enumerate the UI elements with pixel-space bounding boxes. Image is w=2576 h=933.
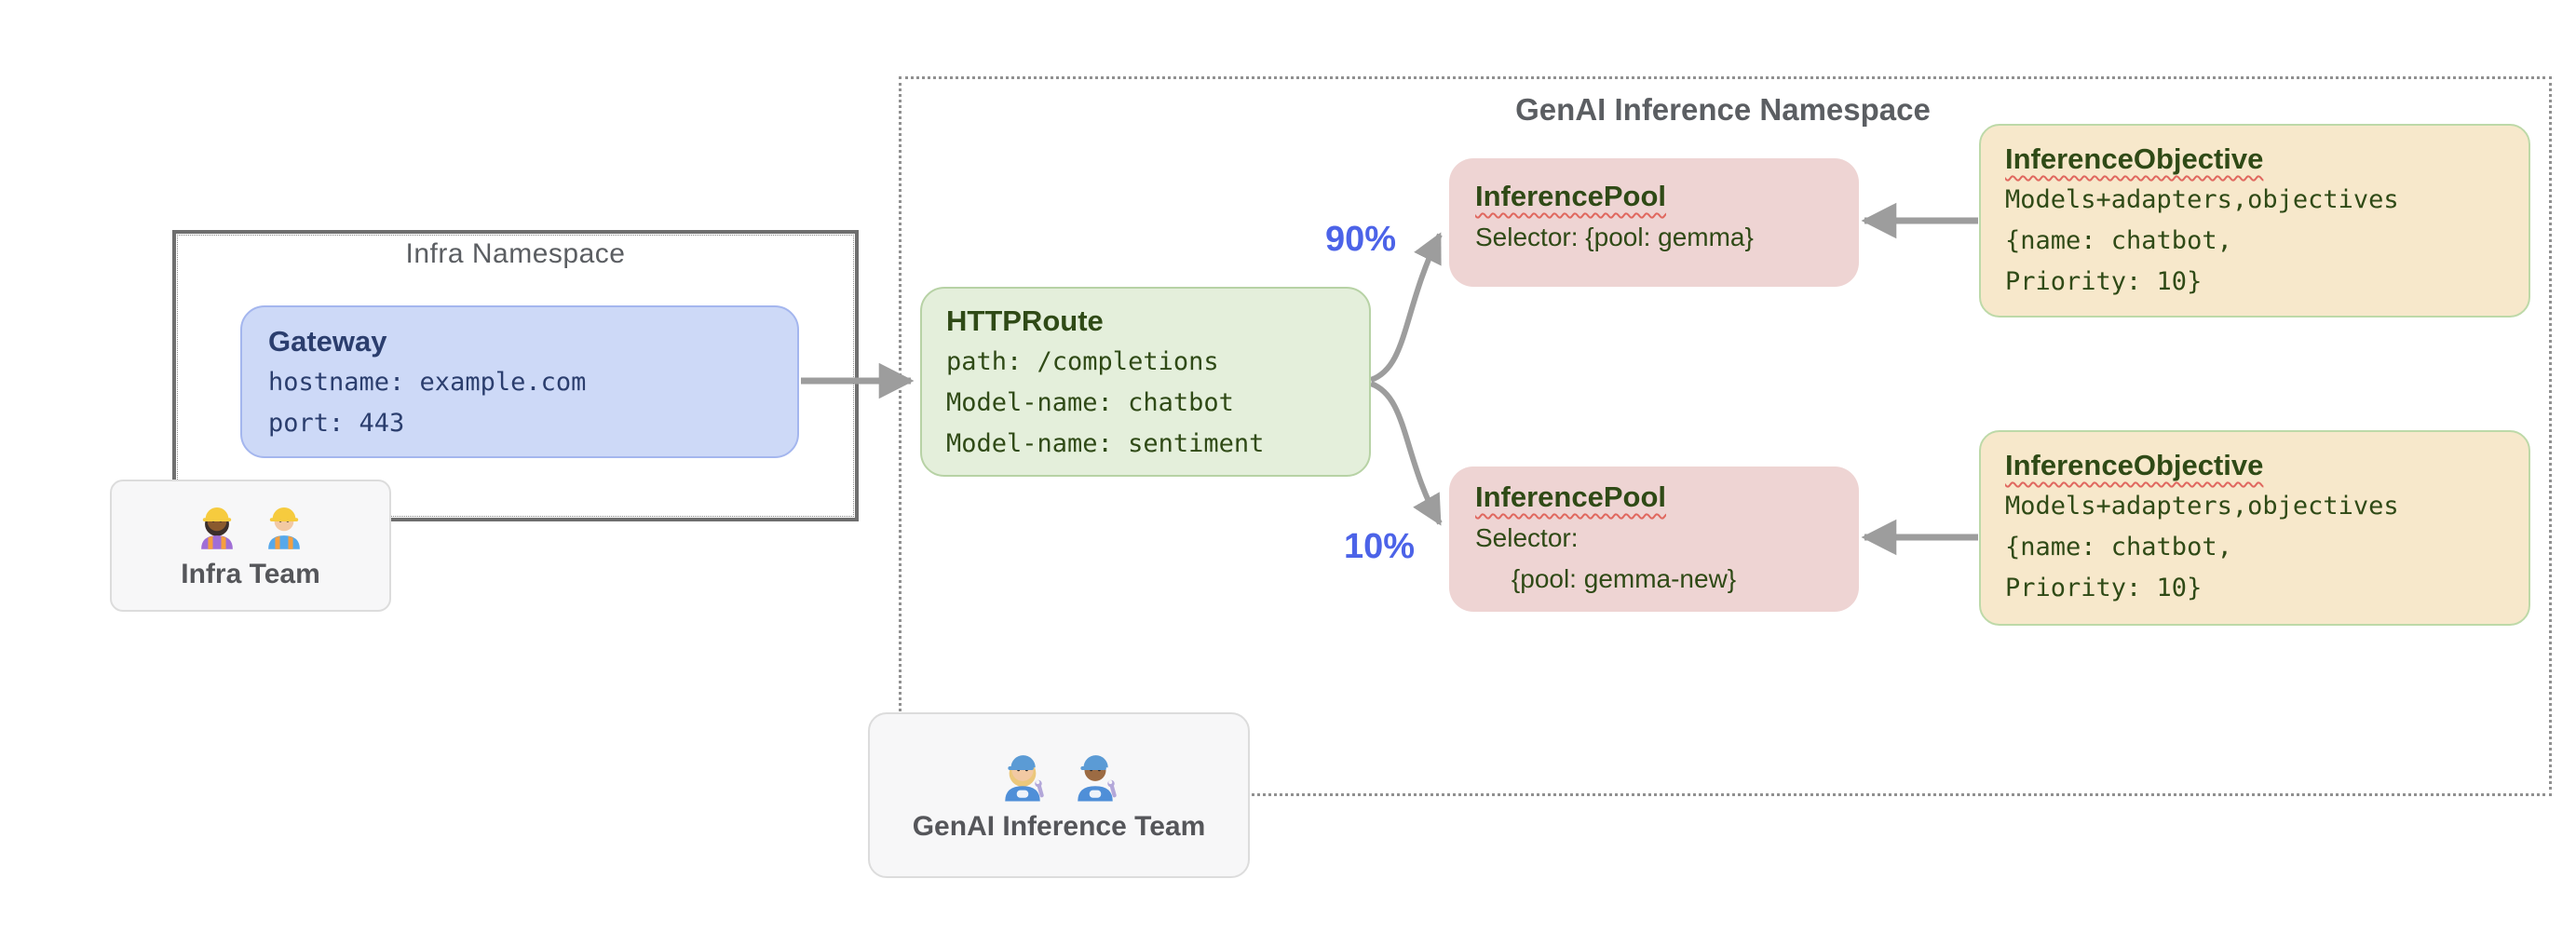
inference-pool-bottom-selector-line: Selector: <box>1475 523 1579 552</box>
genai-namespace-box <box>899 76 2552 796</box>
inference-objective-bottom-title: InferenceObjective <box>2005 449 2264 481</box>
inference-objective-top-priority-line: Priority: 10} <box>2005 267 2203 296</box>
inference-pool-top-selector-line: Selector: {pool: gemma} <box>1475 223 1754 251</box>
inference-objective-bottom-box: InferenceObjective Models+adapters,objec… <box>1979 430 2530 626</box>
construction-worker-man-icon <box>268 507 300 549</box>
httproute-path-line: path: /completions <box>946 347 1219 376</box>
construction-worker-woman-icon <box>201 507 233 549</box>
httproute-title: HTTPRoute <box>946 304 1104 337</box>
traffic-split-10-label: 10% <box>1343 527 1416 566</box>
gateway-port-line: port: 443 <box>268 409 405 438</box>
gateway-box: Gateway hostname: example.com port: 443 <box>240 305 799 458</box>
gateway-hostname-line: hostname: example.com <box>268 368 587 397</box>
inference-pool-bottom-box: InferencePool Selector: {pool: gemma-new… <box>1449 466 1859 612</box>
inference-objective-top-name-line: {name: chatbot, <box>2005 226 2232 255</box>
mechanic-woman-icon <box>1005 755 1044 802</box>
httproute-model-sentiment-line: Model-name: sentiment <box>946 429 1265 458</box>
genai-team-icons <box>995 748 1123 804</box>
mechanic-man-icon <box>1078 755 1117 802</box>
inference-pool-bottom-title: InferencePool <box>1475 480 1666 513</box>
traffic-split-90-label: 90% <box>1324 220 1397 259</box>
inference-objective-bottom-name-line: {name: chatbot, <box>2005 533 2232 561</box>
infra-namespace-box <box>172 230 859 521</box>
infra-namespace-title: Infra Namespace <box>405 238 626 269</box>
genai-namespace-title: GenAI Inference Namespace <box>1515 92 1931 127</box>
infra-team-label: Infra Team <box>181 559 320 589</box>
inference-pool-top-box: InferencePool Selector: {pool: gemma} <box>1449 158 1859 287</box>
gateway-title: Gateway <box>268 325 387 358</box>
inference-objective-top-title: InferenceObjective <box>2005 142 2264 175</box>
inference-objective-top-box: InferenceObjective Models+adapters,objec… <box>1979 124 2530 318</box>
httproute-model-chatbot-line: Model-name: chatbot <box>946 388 1234 417</box>
inference-pool-bottom-selector-value-line: {pool: gemma-new} <box>1475 564 1737 593</box>
inference-pool-top-title: InferencePool <box>1475 180 1666 212</box>
genai-team-label: GenAI Inference Team <box>912 811 1206 842</box>
infra-team-card: Infra Team <box>110 480 391 612</box>
httproute-box: HTTPRoute path: /completions Model-name:… <box>920 287 1371 477</box>
inference-objective-top-models-line: Models+adapters,objectives <box>2005 185 2399 214</box>
inference-objective-bottom-models-line: Models+adapters,objectives <box>2005 492 2399 521</box>
inference-objective-bottom-priority-line: Priority: 10} <box>2005 574 2203 602</box>
infra-team-icons <box>192 501 309 551</box>
genai-team-card: GenAI Inference Team <box>868 712 1250 878</box>
